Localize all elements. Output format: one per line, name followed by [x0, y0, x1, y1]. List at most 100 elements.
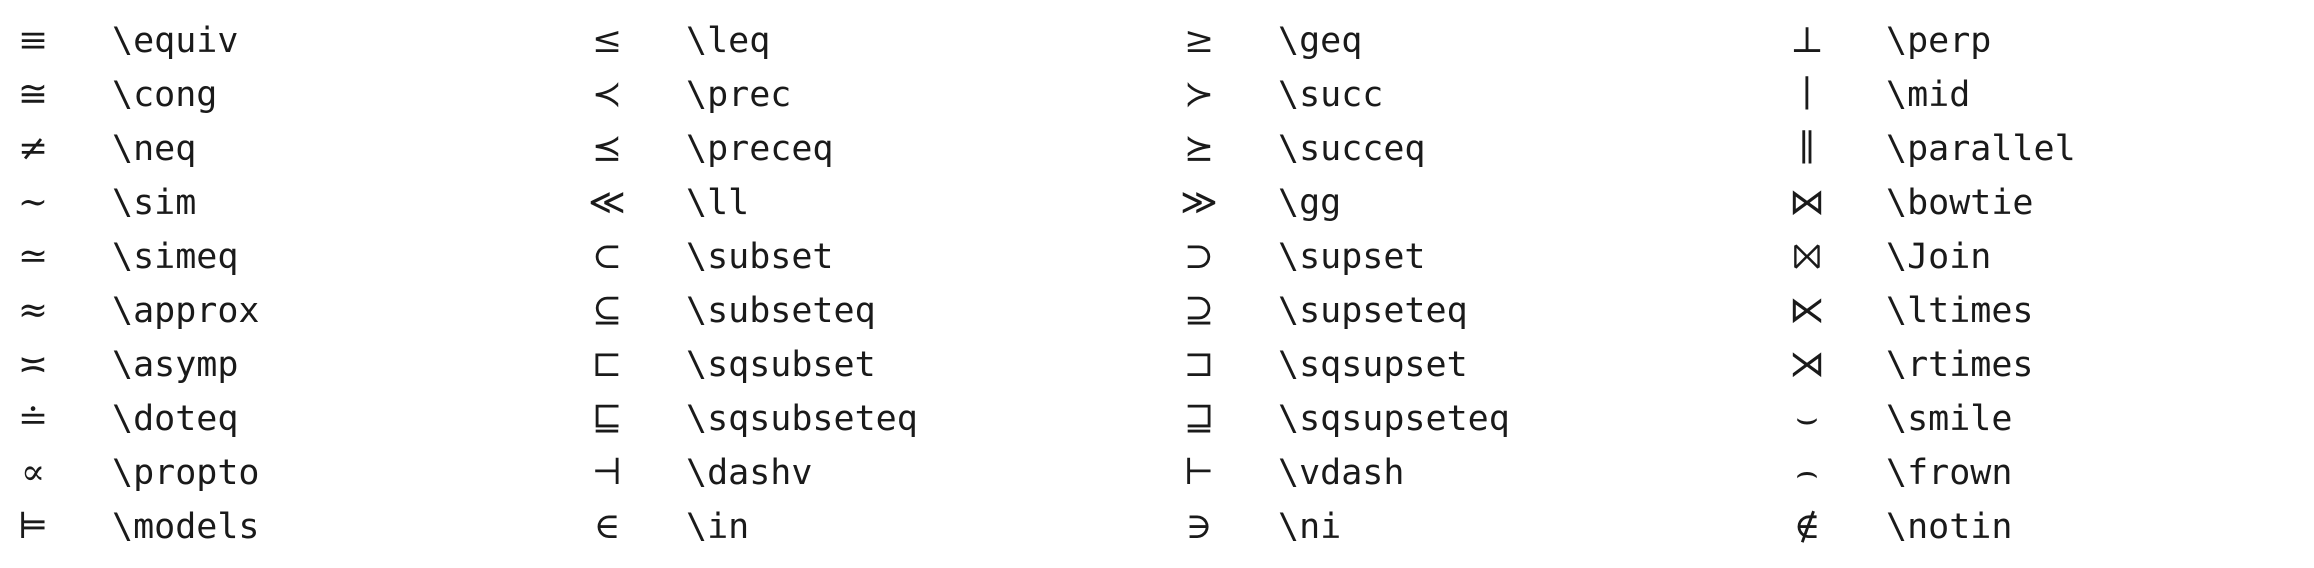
latex-command: \Join	[1886, 237, 1992, 277]
math-symbol: ⋉	[1789, 290, 1825, 331]
latex-command: \smile	[1886, 399, 2013, 439]
latex-command: \prec	[686, 75, 792, 115]
math-symbol: ≺	[591, 74, 623, 115]
latex-command: \neq	[112, 129, 197, 169]
symbol-entry: ≠\neq	[0, 122, 196, 176]
symbol-entry: ≤\leq	[574, 14, 770, 68]
math-symbol: ≪	[588, 182, 626, 223]
math-symbol: ⊆	[591, 290, 623, 331]
math-symbol: ≐	[17, 398, 49, 439]
symbol-entry: ∼ \sim	[0, 176, 196, 230]
latex-command: \frown	[1886, 453, 2013, 493]
latex-command: \vdash	[1278, 453, 1405, 493]
math-symbol: ∼	[17, 182, 49, 223]
latex-command: \bowtie	[1886, 183, 2034, 223]
symbol-entry: ⋊ \rtimes	[1774, 338, 2034, 392]
symbol-entry: ⊑ \sqsubseteq	[574, 392, 918, 446]
symbol-entry: ⊐ \sqsupset	[1166, 338, 1468, 392]
symbol-entry: ≈ \approx	[0, 284, 260, 338]
latex-command: \propto	[112, 453, 260, 493]
math-symbol: ≈	[17, 290, 49, 331]
latex-command: \models	[112, 507, 260, 547]
symbol-entry: ∥ \parallel	[1774, 122, 2076, 176]
latex-command: \approx	[112, 291, 260, 331]
latex-command: \asymp	[112, 345, 239, 385]
symbol-entry: ⪯\preceq	[574, 122, 834, 176]
symbol-entry: ⊣ \dashv	[574, 446, 813, 500]
math-symbol: ≅	[17, 74, 49, 115]
math-symbol: ≃	[17, 236, 49, 277]
math-symbol: ⋊	[1789, 344, 1825, 385]
latex-command: \dashv	[686, 453, 813, 493]
symbol-entry: ⋈ \bowtie	[1774, 176, 2034, 230]
math-symbol: ⋈	[1789, 182, 1825, 223]
symbol-entry: ≫ \gg	[1166, 176, 1341, 230]
symbol-entry: ∣\mid	[1774, 68, 1971, 122]
math-symbol: ⪯	[591, 128, 623, 169]
symbol-entry: ≅\cong	[0, 68, 217, 122]
math-symbol: ⊢	[1183, 452, 1215, 493]
symbol-entry: ≍ \asymp	[0, 338, 239, 392]
symbol-entry: ∉\notin	[1774, 500, 2013, 554]
math-symbol: ∥	[1798, 128, 1816, 169]
latex-command: \equiv	[112, 21, 239, 61]
symbol-entry: ⊏\sqsubset	[574, 338, 876, 392]
symbol-entry: ≃ \simeq	[0, 230, 239, 284]
symbol-entry: ⊒ \sqsupseteq	[1166, 392, 1510, 446]
latex-command: \subset	[686, 237, 834, 277]
math-symbol: ⊃	[1183, 236, 1215, 277]
latex-command: \subseteq	[686, 291, 876, 331]
math-symbol: ⊣	[591, 452, 623, 493]
math-symbol: ≍	[17, 344, 49, 385]
symbol-entry: ⋉ \ltimes	[1774, 284, 2034, 338]
symbol-entry: ⪰ \succeq	[1166, 122, 1426, 176]
symbol-table: ≡\equiv≅\cong≠\neq ∼ \sim ≃ \simeq ≈ \approx ≍ \…	[0, 14, 2314, 554]
math-symbol: ⊑	[591, 398, 623, 439]
symbol-entry: ≐ \doteq	[0, 392, 239, 446]
math-symbol: ⊇	[1183, 290, 1215, 331]
latex-command: \ll	[686, 183, 750, 223]
math-symbol: ⪰	[1183, 128, 1215, 169]
symbol-entry: ⌢\frown	[1774, 446, 2012, 500]
math-symbol: ⊏	[591, 344, 623, 385]
math-symbol: ≻	[1183, 74, 1215, 115]
symbol-entry: ≺ \prec	[574, 68, 791, 122]
symbol-entry: ⊆ \subseteq	[574, 284, 876, 338]
latex-command: \sqsupseteq	[1278, 399, 1510, 439]
math-symbol: ∋	[1185, 506, 1213, 547]
math-symbol: ⊥	[1790, 20, 1824, 61]
symbol-entry: ≥\geq	[1166, 14, 1362, 68]
latex-command: \parallel	[1886, 129, 2076, 169]
latex-command: \rtimes	[1886, 345, 2034, 385]
symbol-entry: ≡\equiv	[0, 14, 239, 68]
latex-command: \sqsupset	[1278, 345, 1468, 385]
symbol-entry: ⊂ \subset	[574, 230, 834, 284]
math-symbol: ⊂	[591, 236, 623, 277]
math-symbol: ∈	[593, 506, 621, 547]
symbol-entry: ∋\ni	[1166, 500, 1342, 554]
latex-command: \geq	[1278, 21, 1363, 61]
math-symbol: ⊨	[17, 506, 49, 547]
latex-command: \supseteq	[1278, 291, 1468, 331]
latex-command: \succeq	[1278, 129, 1426, 169]
latex-command: \ltimes	[1886, 291, 2034, 331]
symbol-entry: ≪ \ll	[574, 176, 749, 230]
math-symbol: ∝	[20, 452, 46, 493]
math-symbol: ∉	[1793, 506, 1821, 547]
symbol-entry: ⊨ \models	[0, 500, 260, 554]
latex-command: \gg	[1278, 183, 1342, 223]
latex-command: \simeq	[112, 237, 239, 277]
latex-command: \doteq	[112, 399, 239, 439]
symbol-entry: ⨝\Join	[1774, 230, 1991, 284]
math-symbol: ⊐	[1183, 344, 1215, 385]
latex-command: \in	[686, 507, 750, 547]
math-symbol: ⊒	[1183, 398, 1215, 439]
latex-command: \sim	[112, 183, 197, 223]
latex-command: \sqsubseteq	[686, 399, 918, 439]
latex-command: \mid	[1886, 75, 1971, 115]
math-symbol: ≤	[591, 20, 623, 61]
symbol-entry: ∝ \propto	[0, 446, 260, 500]
symbol-entry: ≻\succ	[1166, 68, 1383, 122]
math-symbol: ≫	[1180, 182, 1218, 223]
symbol-entry: ⊥\perp	[1774, 14, 1991, 68]
